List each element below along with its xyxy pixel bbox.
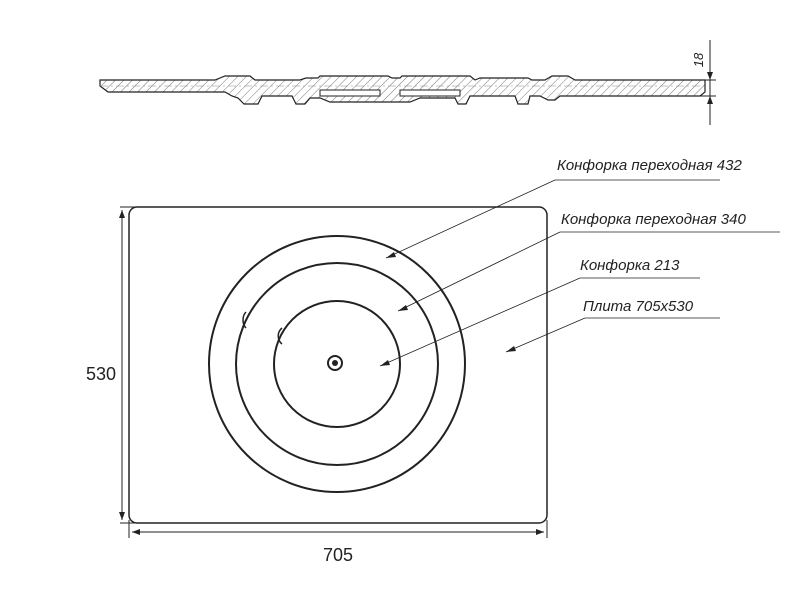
ring-432-lug <box>242 311 247 329</box>
thickness-value: 18 <box>691 52 706 67</box>
height-value: 530 <box>86 364 116 384</box>
section-slot-right <box>399 89 461 97</box>
burner-213 <box>273 300 401 428</box>
label-ring-340: Конфорка переходная 340 <box>561 211 746 228</box>
width-value: 705 <box>323 545 353 565</box>
section-slot-left <box>319 89 381 97</box>
width-dimension: 705 <box>128 520 548 565</box>
thickness-dimension: 18 <box>691 40 716 125</box>
ring-432 <box>208 235 466 493</box>
label-ring-432: Конфорка переходная 432 <box>557 157 742 174</box>
cross-section-view <box>99 75 706 105</box>
ring-340 <box>235 262 439 466</box>
height-dimension: 530 <box>86 206 135 524</box>
plan-view <box>128 206 548 524</box>
label-burner-213: Конфорка 213 <box>580 257 680 274</box>
ring-340-lug <box>277 327 283 345</box>
callouts: Конфорка переходная 432 Конфорка переход… <box>379 157 780 367</box>
label-plate: Плита 705x530 <box>583 298 694 315</box>
center-knob <box>327 355 343 371</box>
plate-outline <box>128 206 548 524</box>
